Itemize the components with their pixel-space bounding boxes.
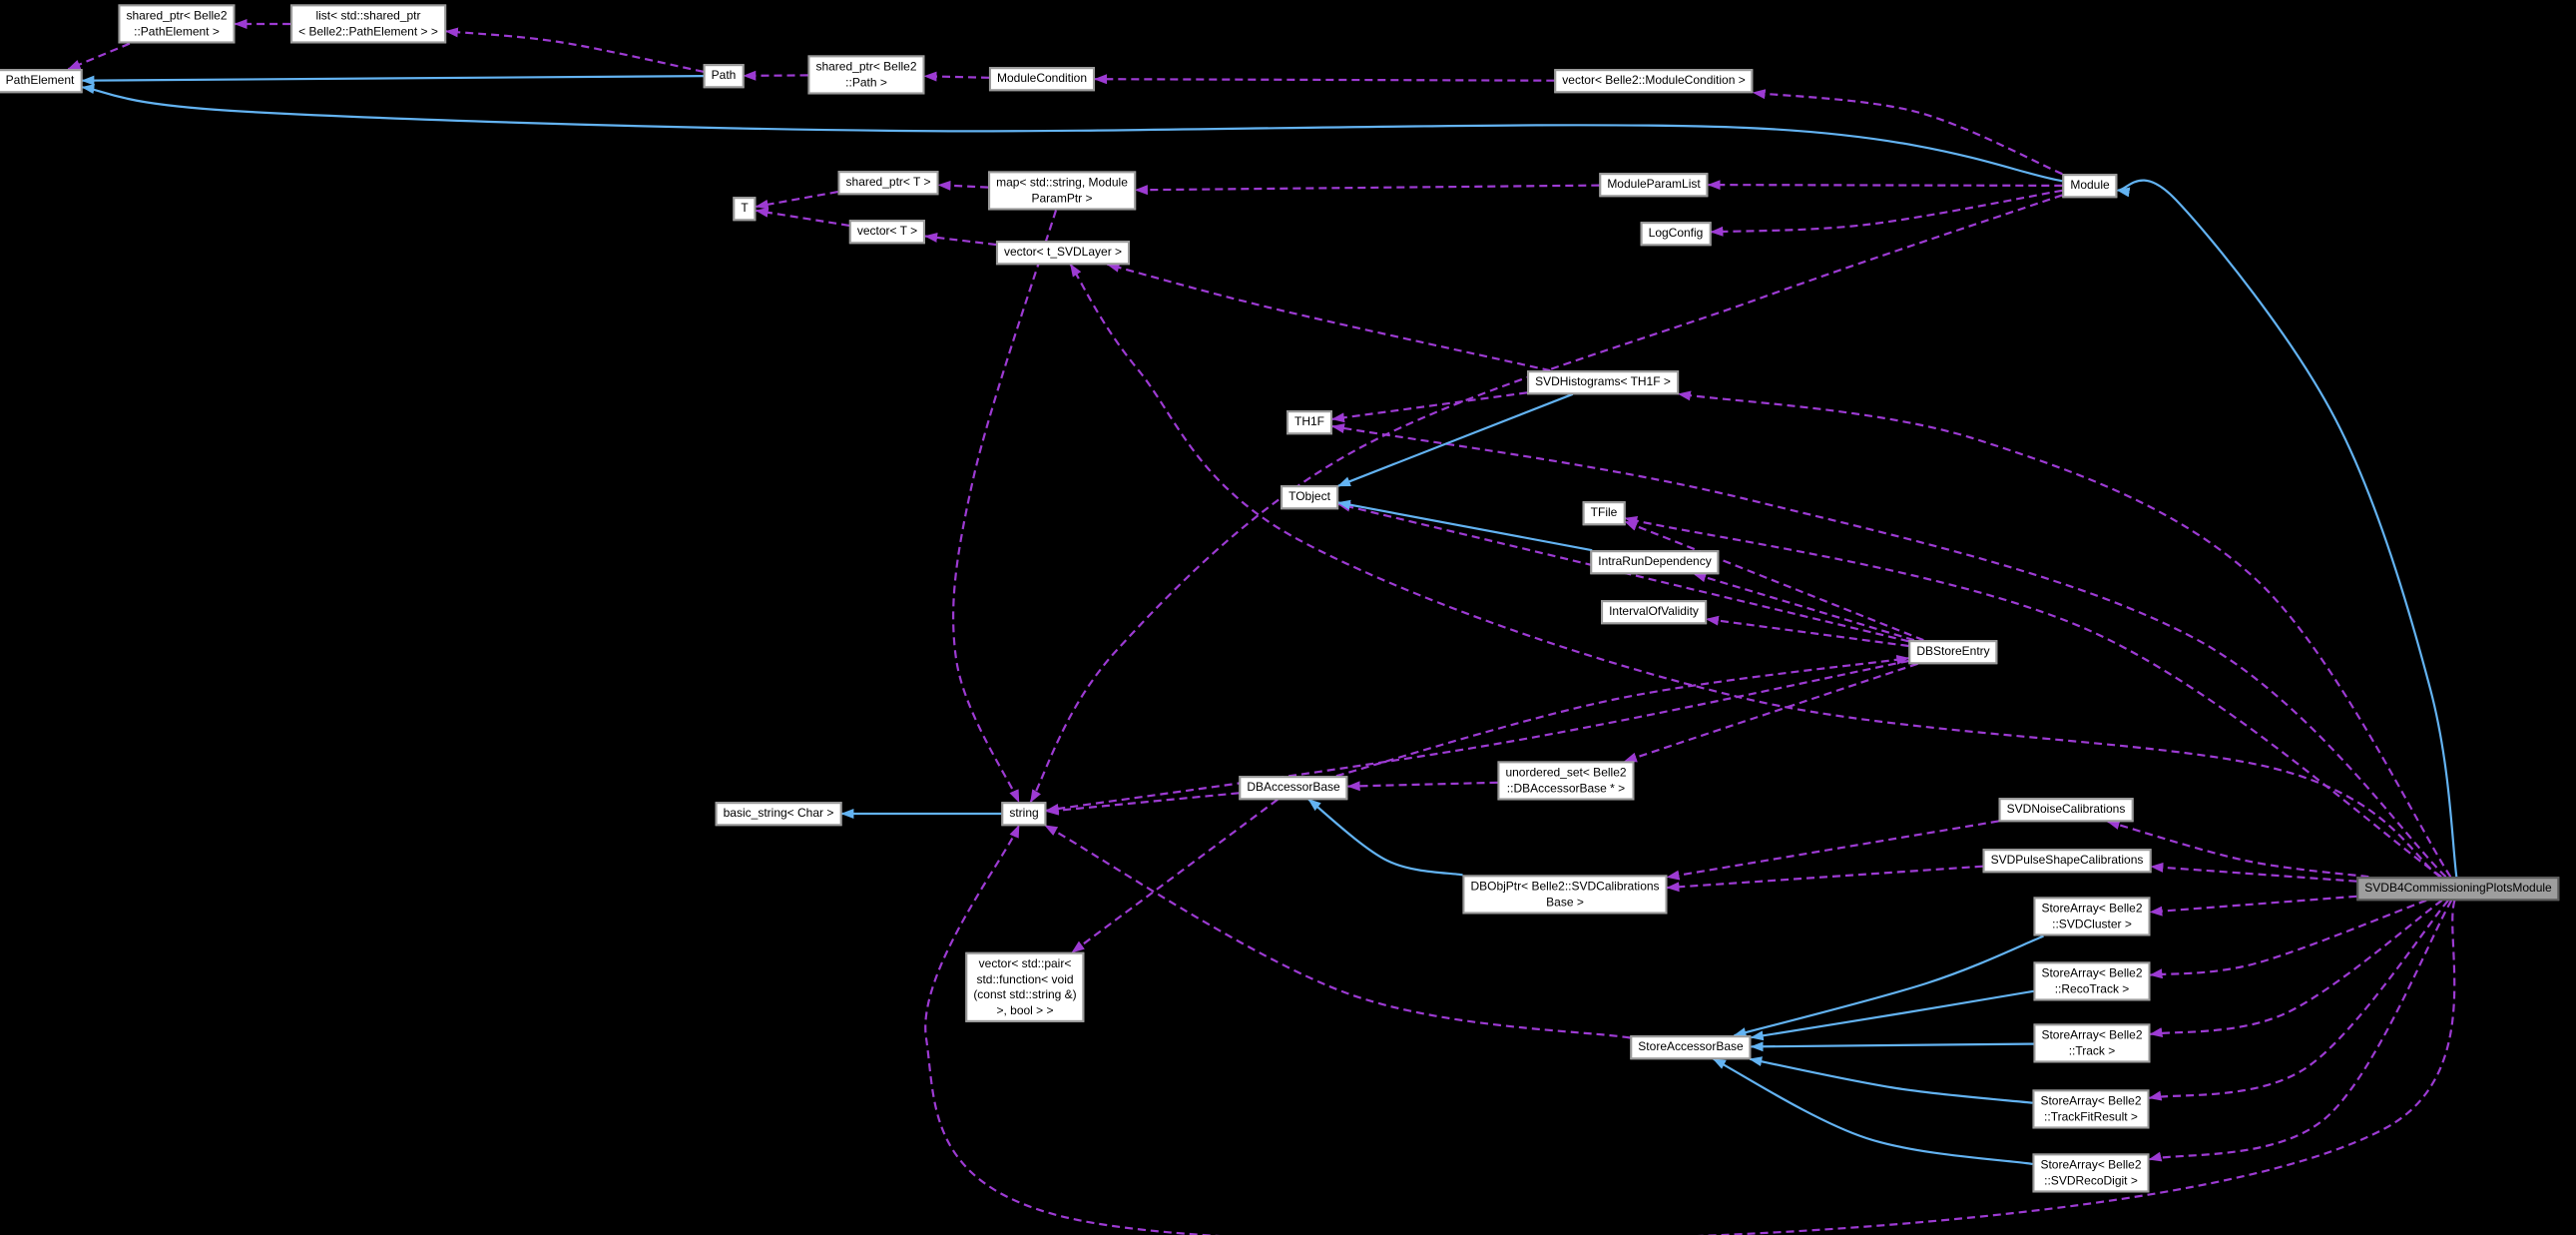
- edge-svdb4-storearray_svdcluster: [2149, 895, 2357, 917]
- edge-svdhistograms_th1f-th1f: [1331, 391, 1528, 423]
- node-t[interactable]: T: [733, 197, 757, 221]
- node-dbaccessorbase[interactable]: DBAccessorBase: [1239, 776, 1348, 800]
- edge-svdb4-storearray_recotrack: [2149, 899, 2427, 979]
- edge-path-pathelement: [81, 75, 704, 86]
- edge-dbaccessorbase-string: [1045, 792, 1240, 816]
- edge-dbaccessorbase-vector_pair_function: [1071, 798, 1279, 953]
- edge-svdb4-svdhistograms_th1f: [1677, 390, 2452, 878]
- edge-storearray_recotrack-storeaccessorbase: [1750, 989, 2034, 1041]
- edge-shared_ptr_path-path: [743, 70, 808, 81]
- node-svdpulseshapecalibrations[interactable]: SVDPulseShapeCalibrations: [1982, 849, 2152, 873]
- node-storearray_recotrack[interactable]: StoreArray< Belle2 ::RecoTrack >: [2033, 961, 2151, 1001]
- node-th1f[interactable]: TH1F: [1287, 410, 1332, 434]
- edge-svdb4-string: [924, 824, 2456, 1235]
- node-moduleparamlist[interactable]: ModuleParamList: [1599, 173, 1709, 197]
- node-storearray_track[interactable]: StoreArray< Belle2 ::Track >: [2033, 1023, 2151, 1063]
- edge-unordered_set_dbaccessorbase-dbaccessorbase: [1346, 781, 1498, 792]
- edge-svdb4-storearray_track: [2149, 899, 2443, 1038]
- edge-svdb4-svdnoisecalibrations: [2106, 820, 2369, 879]
- edge-module-vector_modulecondition: [1752, 89, 2063, 176]
- edge-path-list_shared_ptr: [444, 27, 704, 73]
- node-vector_t[interactable]: vector< T >: [848, 220, 926, 244]
- edge-dbstoreentry-unordered_set_dbaccessorbase: [1623, 662, 1918, 763]
- node-path[interactable]: Path: [703, 64, 745, 88]
- node-dbstoreentry[interactable]: DBStoreEntry: [1908, 640, 1998, 664]
- node-module[interactable]: Module: [2062, 174, 2118, 198]
- edge-vector_modulecondition-modulecondition: [1094, 74, 1555, 85]
- node-pathelement[interactable]: PathElement: [0, 69, 83, 93]
- node-storearray_svdrecodigit[interactable]: StoreArray< Belle2 ::SVDRecoDigit >: [2032, 1153, 2150, 1193]
- node-tfile[interactable]: TFile: [1582, 501, 1626, 525]
- node-vector_t_svdlayer[interactable]: vector< t_SVDLayer >: [995, 241, 1131, 265]
- edge-svdpulseshapecalibrations-dbobjptr_svdcalibrationsbase: [1666, 865, 1983, 893]
- edge-module-string: [1029, 194, 2063, 804]
- node-unordered_set_dbaccessorbase[interactable]: unordered_set< Belle2 ::DBAccessorBase *…: [1497, 761, 1635, 801]
- edge-storearray_svdrecodigit-storeaccessorbase: [1712, 1057, 2033, 1165]
- edge-svdb4-storearray_svdrecodigit: [2148, 900, 2453, 1162]
- edge-map_moduleparamptr-string: [952, 210, 1058, 804]
- edge-moduleparamlist-map_moduleparamptr: [1134, 184, 1600, 196]
- edge-svdhistograms_th1f-vector_t_svdlayer: [1106, 263, 1551, 372]
- node-storearray_trackfitresult[interactable]: StoreArray< Belle2 ::TrackFitResult >: [2032, 1089, 2150, 1129]
- node-logconfig[interactable]: LogConfig: [1640, 222, 1712, 246]
- node-svdhistograms_th1f[interactable]: SVDHistograms< TH1F >: [1527, 370, 1679, 394]
- edge-storeaccessorbase-string: [1044, 824, 1631, 1039]
- node-intervalofvalidity[interactable]: IntervalOfValidity: [1601, 600, 1707, 624]
- edge-storearray_svdcluster-storeaccessorbase: [1733, 934, 2044, 1037]
- edge-shared_ptr_pathelement-pathelement: [67, 42, 131, 71]
- edge-shared_ptr_t-t: [755, 191, 838, 210]
- node-shared_ptr_t[interactable]: shared_ptr< T >: [837, 171, 939, 195]
- edge-vector_t_svdlayer-vector_t: [924, 232, 997, 247]
- edge-svdb4-tfile: [1624, 516, 2442, 879]
- edge-vector_t-t: [755, 207, 850, 227]
- node-svdnoisecalibrations[interactable]: SVDNoiseCalibrations: [1998, 798, 2134, 822]
- edge-dbstoreentry-intervalofvalidity: [1705, 615, 1909, 648]
- node-storeaccessorbase[interactable]: StoreAccessorBase: [1630, 1035, 1752, 1059]
- edge-svdb4-vector_t_svdlayer: [1069, 263, 2441, 879]
- edge-svdb4-storearray_trackfitresult: [2148, 900, 2449, 1101]
- edge-dbobjptr_svdcalibrationsbase-dbaccessorbase: [1307, 798, 1463, 877]
- node-string[interactable]: string: [1001, 802, 1047, 826]
- node-dbobjptr_svdcalibrationsbase[interactable]: DBObjPtr< Belle2::SVDCalibrations Base >: [1462, 875, 1668, 915]
- edge-storearray_track-storeaccessorbase: [1750, 1041, 2034, 1052]
- edge-dbstoreentry-tfile: [1624, 520, 1924, 642]
- edge-storearray_trackfitresult-storeaccessorbase: [1749, 1056, 2033, 1104]
- node-vector_pair_function[interactable]: vector< std::pair< std::function< void (…: [965, 951, 1085, 1023]
- edge-map_moduleparamptr-shared_ptr_t: [937, 180, 989, 191]
- node-vector_modulecondition[interactable]: vector< Belle2::ModuleCondition >: [1554, 69, 1754, 93]
- edge-dbstoreentry-tobject: [1336, 501, 1909, 643]
- edge-svdb4-svdpulseshapecalibrations: [2150, 862, 2357, 883]
- edge-svdb4-module: [2116, 179, 2458, 878]
- node-tobject[interactable]: TObject: [1281, 485, 1338, 509]
- edge-module-moduleparamlist: [1707, 180, 2063, 191]
- edge-svdhistograms_th1f-tobject: [1336, 392, 1574, 487]
- node-map_moduleparamptr[interactable]: map< std::string, Module ParamPtr >: [988, 171, 1136, 211]
- edge-module-pathelement: [81, 84, 2063, 183]
- edge-module-logconfig: [1710, 189, 2063, 237]
- node-svdb4[interactable]: SVDB4CommissioningPlotsModule: [2356, 877, 2560, 901]
- edge-svdnoisecalibrations-dbobjptr_svdcalibrationsbase: [1666, 820, 1999, 881]
- edge-dbstoreentry-intrarundependency: [1693, 572, 1915, 642]
- edge-dbstoreentry-string: [1045, 659, 1909, 814]
- node-storearray_svdcluster[interactable]: StoreArray< Belle2 ::SVDCluster >: [2033, 897, 2151, 936]
- edge-intrarundependency-tobject: [1336, 499, 1593, 552]
- node-basic_string_char[interactable]: basic_string< Char >: [715, 802, 842, 826]
- edge-modulecondition-shared_ptr_path: [923, 71, 990, 82]
- node-shared_ptr_pathelement[interactable]: shared_ptr< Belle2 ::PathElement >: [118, 4, 236, 44]
- node-list_shared_ptr[interactable]: list< std::shared_ptr < Belle2::PathElem…: [290, 4, 446, 44]
- node-intrarundependency[interactable]: IntraRunDependency: [1590, 550, 1720, 574]
- edge-dbaccessorbase-dbstoreentry: [1335, 654, 1910, 778]
- node-shared_ptr_path[interactable]: shared_ptr< Belle2 ::Path >: [807, 55, 925, 95]
- edge-svdb4-th1f: [1331, 423, 2447, 878]
- node-modulecondition[interactable]: ModuleCondition: [988, 67, 1096, 91]
